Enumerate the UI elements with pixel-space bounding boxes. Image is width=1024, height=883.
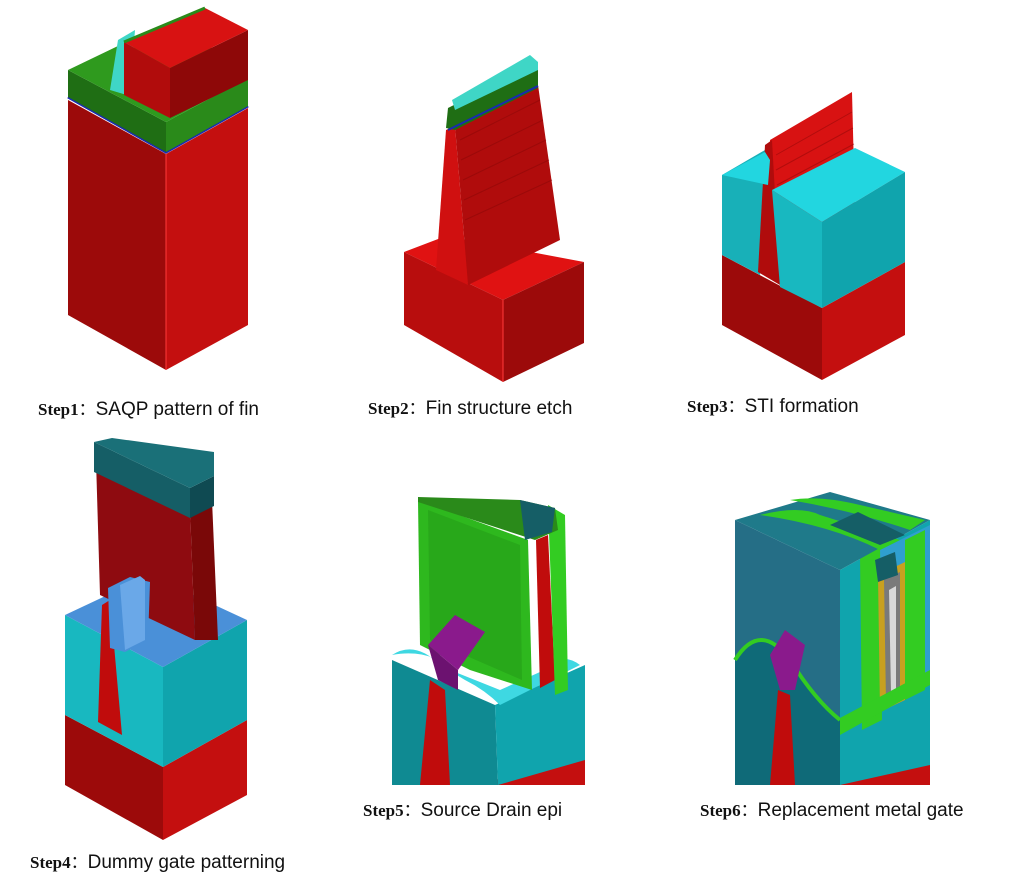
step4-gate-cap-top bbox=[94, 438, 214, 488]
caption-step4: Step4：Dummy gate patterning bbox=[30, 852, 285, 874]
step5-spacer-right bbox=[548, 505, 568, 695]
step6-separator: ： bbox=[740, 801, 758, 821]
step3-number: Step3 bbox=[687, 397, 728, 416]
step3-oxide-front-right bbox=[772, 190, 822, 308]
caption-step6: Step6：Replacement metal gate bbox=[700, 800, 964, 822]
step4-gate-cap-front bbox=[94, 442, 190, 518]
step5-channel bbox=[536, 535, 555, 688]
step4-substrate-side bbox=[163, 720, 247, 840]
step2-illustration bbox=[404, 55, 584, 382]
step1-number: Step1 bbox=[38, 400, 79, 419]
caption-step2: Step2：Fin structure etch bbox=[368, 398, 572, 420]
step1-description: SAQP pattern of fin bbox=[95, 399, 259, 420]
step1-hardmask-front bbox=[68, 70, 166, 152]
step2-fin-side bbox=[455, 85, 560, 285]
step4-substrate-front bbox=[65, 715, 163, 840]
caption-step1: Step1：SAQP pattern of fin bbox=[38, 399, 259, 421]
step4-number: Step4 bbox=[30, 853, 71, 872]
step1-mandrel-front bbox=[124, 42, 170, 118]
step4-fin-front bbox=[98, 600, 122, 735]
step1-mandrel-top bbox=[124, 8, 248, 68]
step3-substrate-side bbox=[822, 262, 905, 380]
step2-cap bbox=[452, 55, 538, 110]
step3-separator: ： bbox=[727, 397, 745, 417]
step1-substrate-front bbox=[68, 100, 166, 370]
step4-gate-cap-side bbox=[190, 476, 214, 518]
step1-separator: ： bbox=[78, 400, 96, 420]
step4-gate-side bbox=[190, 500, 218, 640]
step2-description: Fin structure etch bbox=[425, 398, 573, 419]
step6-illustration bbox=[733, 492, 930, 785]
step5-illustration bbox=[392, 497, 585, 785]
step5-separator: ： bbox=[403, 801, 421, 821]
step3-description: STI formation bbox=[744, 396, 859, 417]
step3-substrate-front bbox=[722, 255, 822, 380]
step2-base-front bbox=[404, 252, 503, 382]
step4-oxide-side bbox=[163, 620, 247, 767]
step5-fin bbox=[420, 680, 450, 785]
step2-separator: ： bbox=[408, 399, 426, 419]
step1-substrate-side bbox=[166, 108, 248, 370]
step6-spacer bbox=[860, 545, 882, 730]
step3-oxide-top bbox=[772, 148, 905, 222]
step3-oxide-top-left bbox=[722, 152, 770, 185]
step5-description: Source Drain epi bbox=[420, 800, 563, 821]
step5-epi bbox=[428, 615, 485, 670]
step4-separator: ： bbox=[70, 853, 88, 873]
step1-illustration bbox=[67, 6, 249, 370]
step2-base-side bbox=[503, 262, 584, 382]
step3-illustration bbox=[722, 92, 905, 380]
step1-mandrel-side bbox=[170, 30, 248, 118]
caption-step3: Step3：STI formation bbox=[687, 396, 859, 418]
step6-epi bbox=[770, 630, 805, 690]
caption-step5: Step5：Source Drain epi bbox=[363, 800, 562, 822]
step3-oxide-side bbox=[822, 172, 905, 308]
step6-description: Replacement metal gate bbox=[757, 800, 964, 821]
step6-fin bbox=[770, 690, 795, 785]
step2-fin-front bbox=[436, 126, 468, 285]
step1-hardmask-side bbox=[166, 78, 248, 152]
step4-illustration bbox=[65, 438, 247, 840]
step2-number: Step2 bbox=[368, 399, 409, 418]
step4-description: Dummy gate patterning bbox=[87, 852, 286, 873]
step6-number: Step6 bbox=[700, 801, 741, 820]
step5-number: Step5 bbox=[363, 801, 404, 820]
